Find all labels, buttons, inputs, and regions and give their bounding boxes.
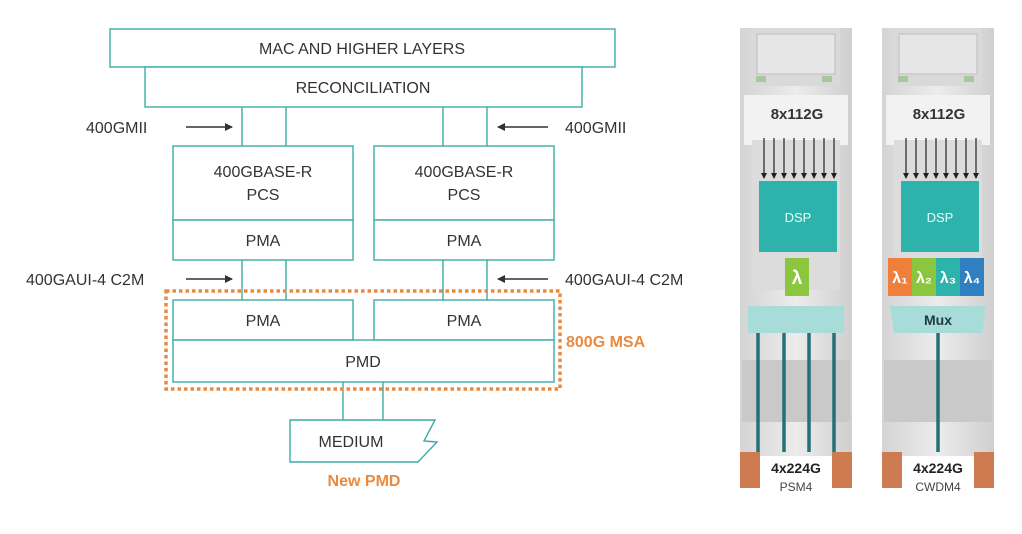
pcs-right-box (373, 145, 555, 221)
new-pmd-label: New PMD (328, 473, 401, 490)
pcs-right-label-line2: PCS (448, 187, 481, 204)
module-top-window (756, 33, 836, 75)
pmd-box (172, 339, 555, 383)
pma-left-lower-box (172, 299, 354, 341)
module-label-area (744, 95, 848, 145)
right-c2m-label: 400GAUI-4 C2M (565, 272, 683, 289)
medium-shape (289, 419, 439, 463)
msa-label: 800G MSA (566, 334, 646, 351)
cwdm4-module: 8x112G DSP λ₁ λ₂ λ₃ λ₄ Mux 4x224G CWDM4 (882, 28, 994, 494)
pma-left-lower-label: PMA (246, 313, 281, 330)
module-lower-panel (742, 360, 850, 422)
pcs-right-label-line1: 400GBASE-R (415, 164, 514, 181)
psm4-dsp-block (759, 181, 837, 252)
latch-icon (898, 76, 908, 82)
reconciliation-box (144, 66, 583, 108)
right-interface-label: 400GMII (565, 120, 626, 137)
layer-stack (109, 28, 616, 463)
connector-left (882, 452, 902, 488)
pma-left-upper-label: PMA (246, 233, 281, 250)
latch-icon (756, 76, 766, 82)
psm4-dsp-label: DSP (785, 210, 812, 225)
left-c2m-label: 400GAUI-4 C2M (26, 272, 144, 289)
cwdm4-electrical-label: 8x112G (913, 106, 966, 123)
cwdm4-lambda4-label: λ₄ (964, 270, 981, 287)
psm4-optics-bar (748, 306, 844, 333)
left-interface-label: 400GMII (86, 120, 147, 137)
reconciliation-label: RECONCILIATION (296, 80, 431, 97)
cwdm4-dsp-label: DSP (927, 210, 954, 225)
cwdm4-optical-label: 4x224G (913, 460, 963, 476)
cwdm4-lambda1-block (888, 258, 912, 296)
cwdm4-lambda3-label: λ₃ (940, 270, 956, 287)
psm4-module: 8x112G DSP λ 4x224G PSM4 (740, 28, 852, 494)
connector-left (740, 452, 760, 488)
latch-icon (964, 76, 974, 82)
latch-icon (822, 76, 832, 82)
module-label-area (886, 95, 990, 145)
psm4-electrical-label: 8x112G (771, 106, 824, 123)
module-bottom-label-bg (902, 456, 974, 488)
mac-layer-label: MAC AND HIGHER LAYERS (259, 41, 465, 58)
pcs-left-label-line1: 400GBASE-R (214, 164, 313, 181)
module-bottom-label-bg (760, 456, 832, 488)
cwdm4-lambda3-block (936, 258, 960, 296)
mac-layer-box (109, 28, 616, 68)
pma-right-lower-box (373, 299, 555, 341)
cwdm4-dsp-block (901, 181, 979, 252)
psm4-lambda-block (785, 258, 809, 296)
pcs-left-box (172, 145, 354, 221)
pma-right-lower-label: PMA (447, 313, 482, 330)
psm4-optical-label: 4x224G (771, 460, 821, 476)
connector-right (832, 452, 852, 488)
cwdm4-type-label: CWDM4 (915, 480, 961, 494)
pma-left-upper-box (172, 219, 354, 261)
pma-right-upper-label: PMA (447, 233, 482, 250)
connector-right (974, 452, 994, 488)
module-top-window (898, 33, 978, 75)
psm4-type-label: PSM4 (780, 480, 813, 494)
cwdm4-lambda4-block (960, 258, 984, 296)
cwdm4-mux-block (890, 306, 986, 333)
cwdm4-lambda2-label: λ₂ (916, 270, 932, 287)
pmd-label: PMD (345, 354, 381, 371)
cwdm4-lambda1-label: λ₁ (892, 270, 908, 287)
interface-arrows (186, 123, 548, 283)
medium-label: MEDIUM (319, 434, 384, 451)
psm4-lambda-label: λ (792, 268, 803, 289)
cwdm4-lambda2-block (912, 258, 936, 296)
msa-dotted-border (164, 289, 562, 391)
cwdm4-mux-label: Mux (924, 312, 952, 328)
pma-right-upper-box (373, 219, 555, 261)
pcs-left-label-line2: PCS (247, 187, 280, 204)
